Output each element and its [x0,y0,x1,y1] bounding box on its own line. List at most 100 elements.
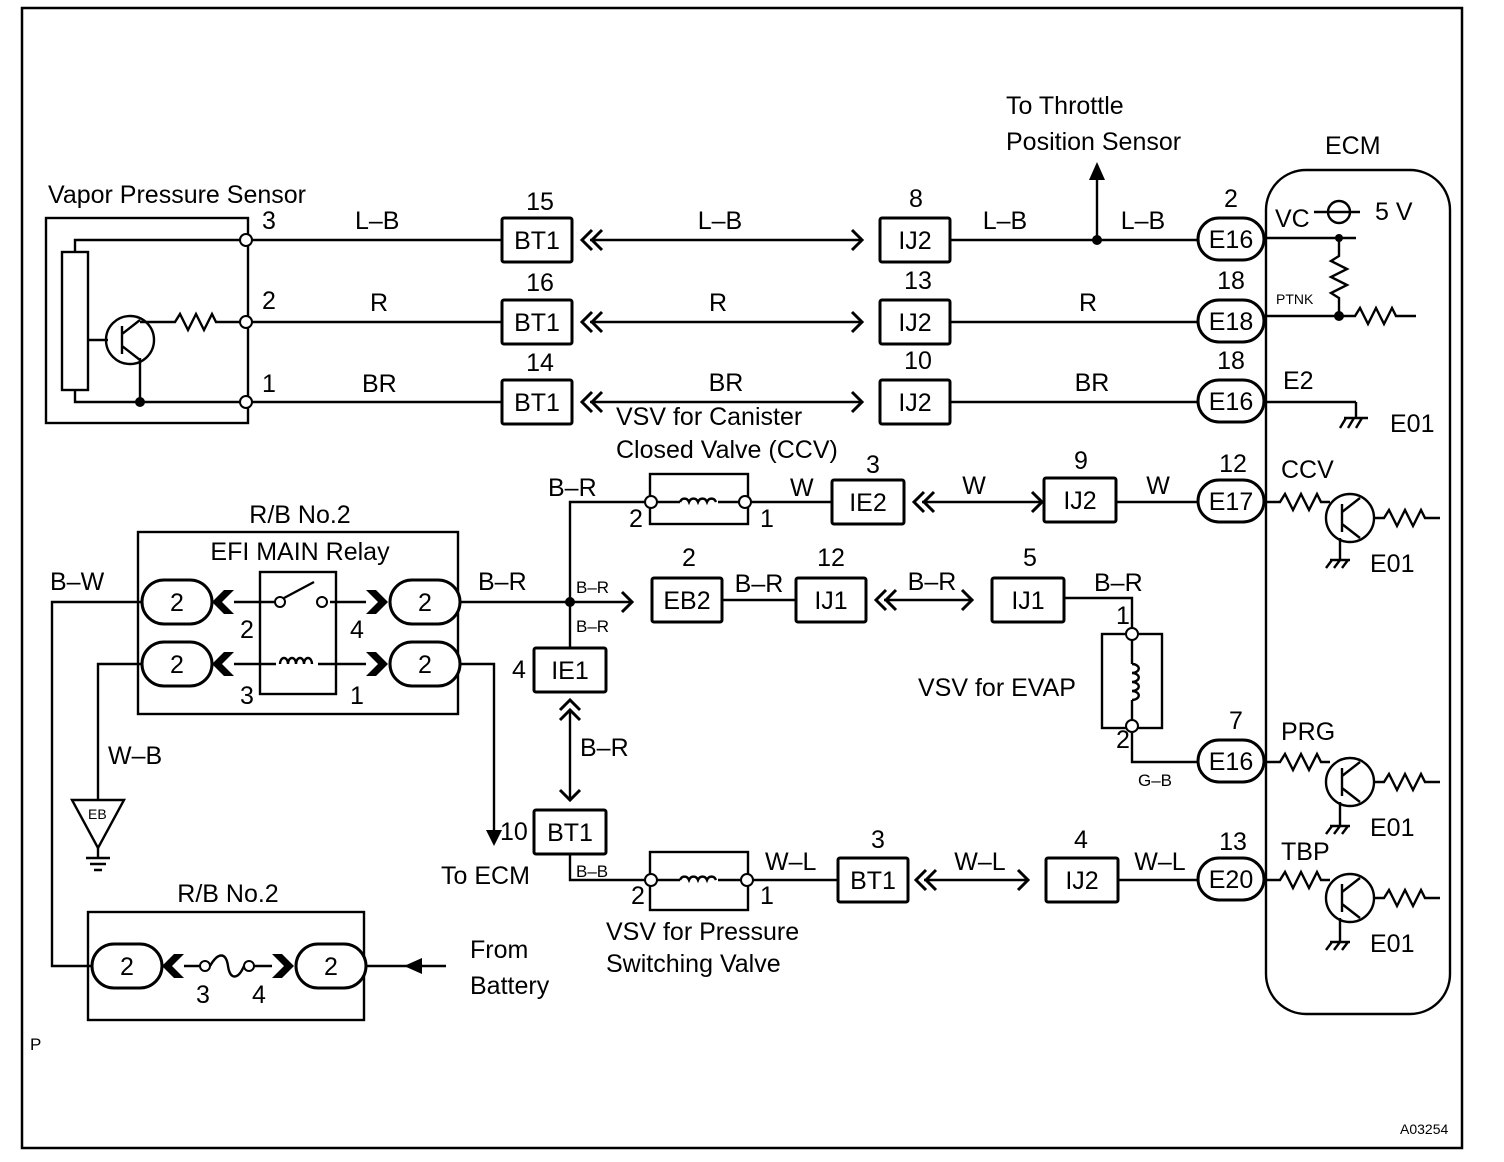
e17-12-pin: 12 [1219,450,1247,478]
ij1-5-pin: 5 [1023,544,1037,572]
bt1-14-label: BT1 [514,389,560,417]
e17-12-label: E17 [1209,488,1253,516]
bt1-10-pin: 10 [500,818,528,846]
wire-bw: B–W [50,568,105,596]
wire-lb-4: L–B [1121,207,1165,235]
wire-gb: G–B [1138,771,1172,790]
wire-lb-2: L–B [698,207,742,235]
ecm-e01-4: E01 [1370,930,1414,958]
ij2-10-label: IJ2 [898,389,931,417]
ie2-pin: 3 [866,451,880,479]
ccv-valve-line-1: VSV for Canister [616,403,802,431]
wire-br-ie1: B–R [580,734,629,762]
wire-wl-2: W–L [954,848,1006,876]
figure-id: A03254 [1400,1121,1448,1137]
wire-br-bus-2: B–R [576,617,609,636]
fuse-rb-title: R/B No.2 [177,880,278,908]
throttle-line-2: Position Sensor [1006,128,1181,156]
from-battery-1: From [470,936,528,964]
ij1-12-pin: 12 [817,544,845,572]
relay-pin-2: 2 [240,616,254,644]
e16-2-label: E16 [1209,226,1253,254]
ij2-10-pin: 10 [904,347,932,375]
e20-13-label: E20 [1209,866,1253,894]
ecm-connectors: E16 E18 E16 E17 E16 E20 2 18 18 12 7 13 [1196,185,1266,902]
ij1-12-label: IJ1 [814,587,847,615]
from-battery-2: Battery [470,972,550,1000]
wire-r-3: R [1079,289,1097,317]
ground-eb-label: EB [88,806,107,822]
e18-18-label: E18 [1209,308,1253,336]
ecm-e01-2: E01 [1370,550,1414,578]
wire-wb: W–B [108,742,162,770]
ij2-9-label: IJ2 [1063,487,1096,515]
ij2-4-label: IJ2 [1065,867,1098,895]
relay-pin-4: 4 [350,616,364,644]
ecm-e01-1: E01 [1390,410,1434,438]
psv-line-2: Switching Valve [606,950,781,978]
relay-rb-title: R/B No.2 [249,501,350,529]
wire-br-2: BR [709,369,744,397]
bt1-3-label: BT1 [850,867,896,895]
wire-br-eb2: B–R [735,570,784,598]
vapor-sensor-title: Vapor Pressure Sensor [48,181,306,209]
sensor-signal-lines: L–B R BR BT1 BT1 BT1 15 16 14 L–B R BR I… [252,92,1198,426]
ecm-ccv: CCV [1281,456,1334,484]
ij2-8-pin: 8 [909,185,923,213]
wire-br-relay: B–R [478,568,527,596]
wire-br-ij1: B–R [908,568,957,596]
wire-wl-3: W–L [1134,848,1186,876]
relay-conn-tl: 2 [170,589,184,617]
ecm-tbp: TBP [1281,838,1330,866]
relay-conn-bl: 2 [170,651,184,679]
sensor-pin-2: 2 [262,287,276,315]
ecm-prg: PRG [1281,718,1335,746]
wire-bb: B–B [576,862,608,881]
eb2-pin: 2 [682,544,696,572]
e18-18-pin: 18 [1217,267,1245,295]
wire-w-2: W [962,472,986,500]
psv-valve-circuit: BT1 10 B–B 2 1 VSV for Pressure Switchin… [500,808,1198,978]
wire-br-ccv: B–R [548,474,597,502]
ie1-pin: 4 [512,656,526,684]
ecm-5v: 5 V [1375,198,1413,226]
fuse-pin-3: 3 [196,981,210,1009]
ecm-ptnk: PTNK [1276,291,1314,307]
fuse-conn-left: 2 [120,953,134,981]
ij2-13-pin: 13 [904,267,932,295]
ij2-9-pin: 9 [1074,447,1088,475]
vapor-pressure-sensor: Vapor Pressure Sensor 3 2 1 [44,181,306,425]
evap-feed-circuit: B–R B–R EB2 2 B–R IJ1 12 B–R IJ1 5 B–R 1… [512,544,1198,803]
wire-lb-3: L–B [983,207,1027,235]
bt1-3-pin: 3 [871,826,885,854]
ecm-title: ECM [1325,132,1381,160]
wire-lb-1: L–B [355,207,399,235]
wire-br-3: BR [1075,369,1110,397]
ij2-8-label: IJ2 [898,227,931,255]
wire-br-evap: B–R [1094,569,1143,597]
psv-line-1: VSV for Pressure [606,918,799,946]
to-ecm: To ECM [441,862,530,890]
psv-pin-2: 2 [631,882,645,910]
e16-18-pin: 18 [1217,347,1245,375]
ecm-e01-3: E01 [1370,814,1414,842]
e16-7-label: E16 [1209,748,1253,776]
ij2-4-pin: 4 [1074,826,1088,854]
wire-r-2: R [709,289,727,317]
bt1-15-pin: 15 [526,188,554,216]
ecm-e2: E2 [1283,367,1314,395]
bt1-15-label: BT1 [514,227,560,255]
wire-r-1: R [370,289,388,317]
ccv-valve-line-2: Closed Valve (CCV) [616,436,838,464]
wire-wl-1: W–L [765,848,817,876]
wire-w-3: W [1146,472,1170,500]
ccv-pin-2: 2 [629,505,643,533]
fuse-pin-4: 4 [252,981,266,1009]
evap-pin-2: 2 [1116,726,1130,754]
ie1-label: IE1 [551,657,589,685]
ccv-valve-circuit: VSV for Canister Closed Valve (CCV) 2 1 … [548,403,1198,600]
sensor-pin-1: 1 [262,370,276,398]
wire-br-bus-1: B–R [576,578,609,597]
relay-subtitle: EFI MAIN Relay [210,538,390,566]
ie2-label: IE2 [849,489,887,517]
